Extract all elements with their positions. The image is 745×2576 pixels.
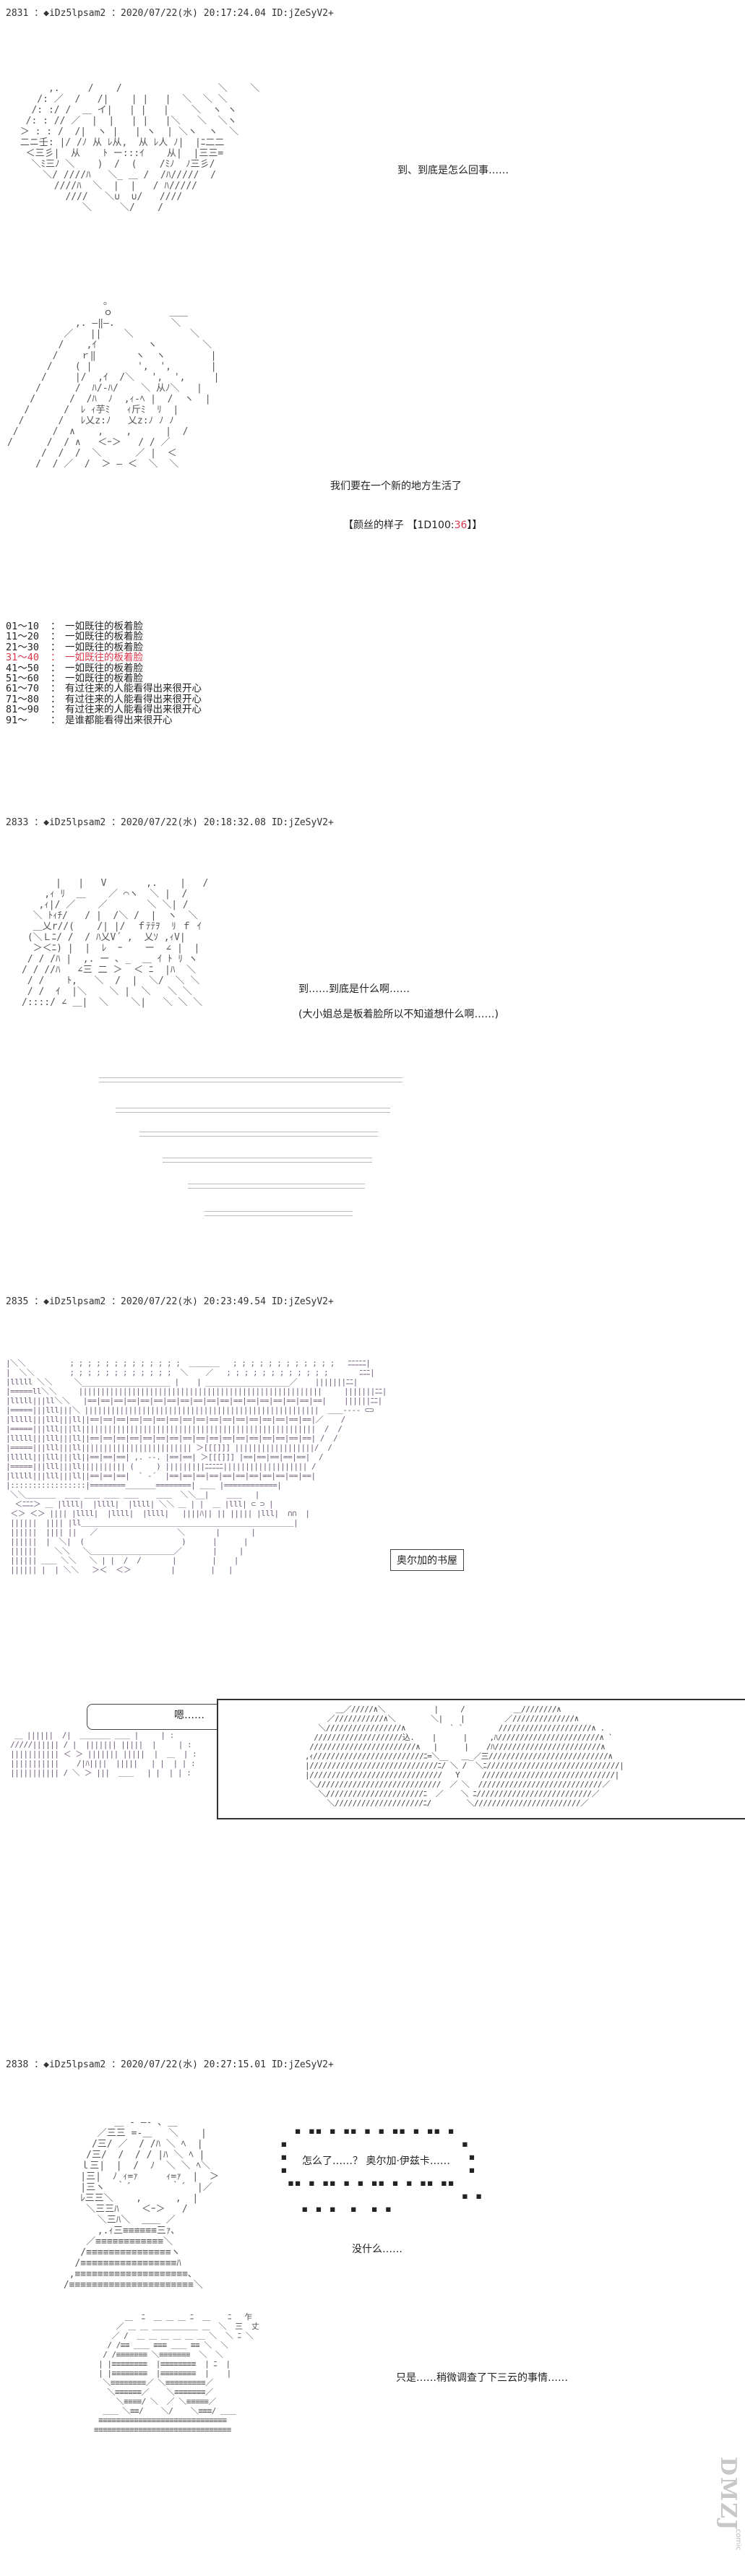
outcome-row: 21～30：一如既往的板着脸 (6, 641, 143, 653)
thought-cloud-text: 怎么了……？ 奥尔加·伊兹卡…… (302, 2155, 450, 2167)
location-label: 奥尔加的书屋 (390, 1549, 464, 1571)
closeup-panel: ＿／/////∧＼ | / ＿////////∧ ／///////////∧＼ … (217, 1699, 745, 1819)
post-header: 2831 ：◆iDz5lpsam2 ：2020/07/22(水) 20:17:2… (6, 8, 334, 19)
dialogue-line: 到……到底是什么啊…… (298, 983, 410, 995)
outcome-row-highlighted: 31～40：一如既往的板着脸 (6, 652, 143, 664)
ascii-art-character: ｡ ｏ ＿＿ ,. ―‖―. ＼ ／ || ＼ ＼ / ,ｲ ヽ ＼ / ｒ‖ … (7, 296, 220, 470)
dialogue-line: 我们要在一个新的地方生活了 (330, 481, 462, 492)
watermark-logo: DMZJ (715, 2457, 741, 2532)
outcome-row: 11～20：一如既往的板着脸 (6, 631, 143, 643)
ascii-art-library-scene: |＼＼ ; ; ; ; ; ; ; ; ; ; ; ; ; ＿＿＿＿ ; ; ;… (6, 1358, 387, 1575)
speech-text: 嗯…… (174, 1710, 204, 1721)
post-header: 2838 ：◆iDz5lpsam2 ：2020/07/22(水) 20:27:1… (6, 2059, 334, 2070)
dice-roll: 【颜丝的样子 【1D100:36】】 (343, 517, 482, 532)
outcome-row: 01～10：一如既往的板着脸 (6, 621, 143, 632)
outcome-row: 61～70：有过往来的人能看得出来很开心 (6, 683, 202, 695)
post-header: 2835 ：◆iDz5lpsam2 ：2020/07/22(水) 20:23:4… (6, 1296, 334, 1307)
ascii-art-character: | | V ,. | / ,ｨ ﾘ ＿ ／ ⌒ヽ ＼ | / ,ｨ|/ ／ ／ … (22, 878, 209, 1008)
dialogue-line: 只是……稍微调查了下三云的事情…… (396, 2372, 568, 2384)
ascii-art-character: ,. / / ＼ ＼ /: ／ / /| | | | ＼ ＼ ＼ /: :/ /… (20, 83, 260, 213)
post-header: 2833 ：◆iDz5lpsam2 ：2020/07/22(水) 20:18:3… (6, 817, 334, 828)
outcome-row: 51～60：一如既往的板着脸 (6, 673, 143, 685)
ascii-art-eyes-closeup: ＿／/////∧＼ | / ＿////////∧ ／///////////∧＼ … (305, 1705, 624, 1808)
ascii-art-library-floor: ＿ |||||| /| ＿＿＿＿ ＿＿ | | : /////|||||| / … (10, 1731, 197, 1778)
dialogue-line: 没什么…… (352, 2244, 402, 2255)
outcome-row: 71～80：有过往来的人能看得出来很开心 (6, 693, 202, 705)
ascii-art-character-upper: ＿ - ―‐ ､ ＿ ／三三 =-＿ ＼ | /三/ ／ / /ﾊ ＼ ﾍ | … (63, 2117, 219, 2291)
dialogue-line: 到、到底是怎么回事…… (397, 165, 509, 176)
dice-prefix: 【颜丝的样子 【1D100: (343, 520, 455, 531)
dialogue-line: (大小姐总是板着脸所以不知道想什么啊……) (298, 1009, 499, 1020)
watermark-sub: comic (734, 2529, 742, 2551)
outcome-list: 01～10：一如既往的板着脸 11～20：一如既往的板着脸 21～30：一如既往… (6, 621, 202, 725)
outcome-row: 41～50：一如既往的板着脸 (6, 662, 143, 674)
thought-cloud: ▪ ▪▪ ▪ ▪▪ ▪ ▪ ▪▪ ▪ ▪▪ ▪ ▪ ▪ ▪ ▪ ▪ ▪ ▪▪ ▪… (280, 2124, 483, 2215)
dice-suffix: 】】 (467, 520, 483, 531)
outcome-row: 81～90：有过往来的人能看得出来很开心 (6, 704, 202, 716)
outcome-row: 91～：是谁都能看得出来很开心 (6, 714, 173, 726)
dice-value: 36 (454, 520, 468, 531)
ascii-art-character-lower: ＿ ﾆ ＿ ＿ ＿ ﾆ ＿ ﾆ 乍 ／ ＿ ＿ ＿＿＿＿＿＿ ＿ ＼ 三 丈 ／… (94, 2312, 259, 2434)
